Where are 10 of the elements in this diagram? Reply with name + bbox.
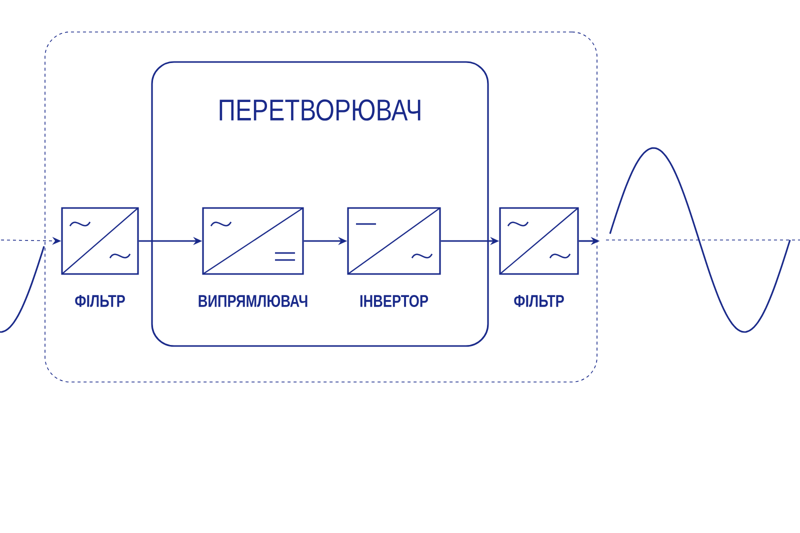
block-label: ФІЛЬТР — [75, 295, 125, 307]
converter-block — [61, 207, 139, 275]
dashed-frame — [44, 32, 598, 382]
converter-block — [202, 207, 304, 275]
sine-wave-drawing — [606, 147, 800, 333]
converter-block — [499, 207, 579, 275]
block-label: ФІЛЬТР — [514, 295, 564, 307]
block-label: ІНВЕРТОР — [360, 294, 428, 308]
block-label: ВИПРЯМЛЮВАЧ — [198, 294, 308, 308]
converter-block — [347, 207, 441, 275]
